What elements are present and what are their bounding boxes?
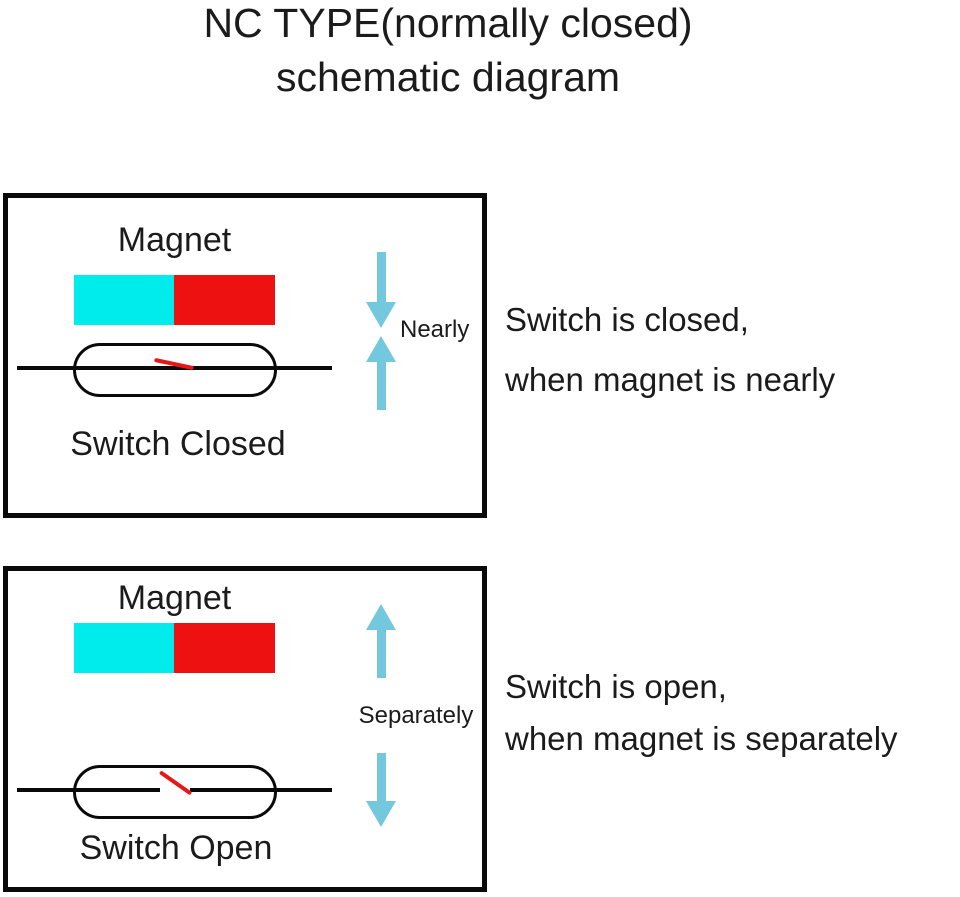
arrow-distance-label: Separately bbox=[358, 702, 474, 729]
arrow-up-icon bbox=[366, 604, 396, 630]
closed-caption-line2: when magnet is nearly bbox=[505, 361, 836, 398]
diagram-title-line1: NC TYPE(normally closed) bbox=[203, 0, 693, 46]
diagram-title: NC TYPE(normally closed) schematic diagr… bbox=[0, 0, 896, 104]
arrow-up-icon bbox=[366, 336, 396, 362]
open-state-panel: Magnet Switch Open Separately bbox=[3, 566, 487, 892]
magnet-bar bbox=[74, 623, 275, 673]
arrow-distance-label: Nearly bbox=[400, 316, 470, 343]
magnet-north-pole bbox=[74, 275, 174, 325]
magnet-label: Magnet bbox=[117, 221, 232, 259]
arrow-up-icon bbox=[377, 362, 386, 410]
reed-switch-capsule bbox=[73, 343, 277, 397]
switch-state-label: Switch Open bbox=[79, 829, 273, 867]
open-caption-line1: Switch is open, bbox=[505, 668, 727, 705]
arrow-up-icon bbox=[377, 630, 386, 678]
magnet-south-pole bbox=[174, 275, 275, 325]
reed-switch-capsule bbox=[73, 765, 277, 819]
closed-caption-line1: Switch is closed, bbox=[505, 301, 749, 338]
switch-lead-wire bbox=[17, 366, 332, 370]
diagram-title-line2: schematic diagram bbox=[275, 54, 621, 100]
magnet-south-pole bbox=[174, 623, 275, 673]
arrow-down-icon bbox=[377, 753, 386, 801]
closed-state-panel: Magnet Switch Closed Nearly bbox=[3, 193, 487, 518]
arrow-down-icon bbox=[366, 302, 396, 328]
magnet-bar bbox=[74, 275, 275, 325]
open-caption-line2: when magnet is separately bbox=[505, 720, 898, 757]
magnet-north-pole bbox=[74, 623, 174, 673]
magnet-label: Magnet bbox=[117, 579, 232, 617]
switch-state-label: Switch Closed bbox=[70, 425, 286, 463]
arrow-down-icon bbox=[377, 252, 386, 302]
arrow-down-icon bbox=[366, 801, 396, 827]
